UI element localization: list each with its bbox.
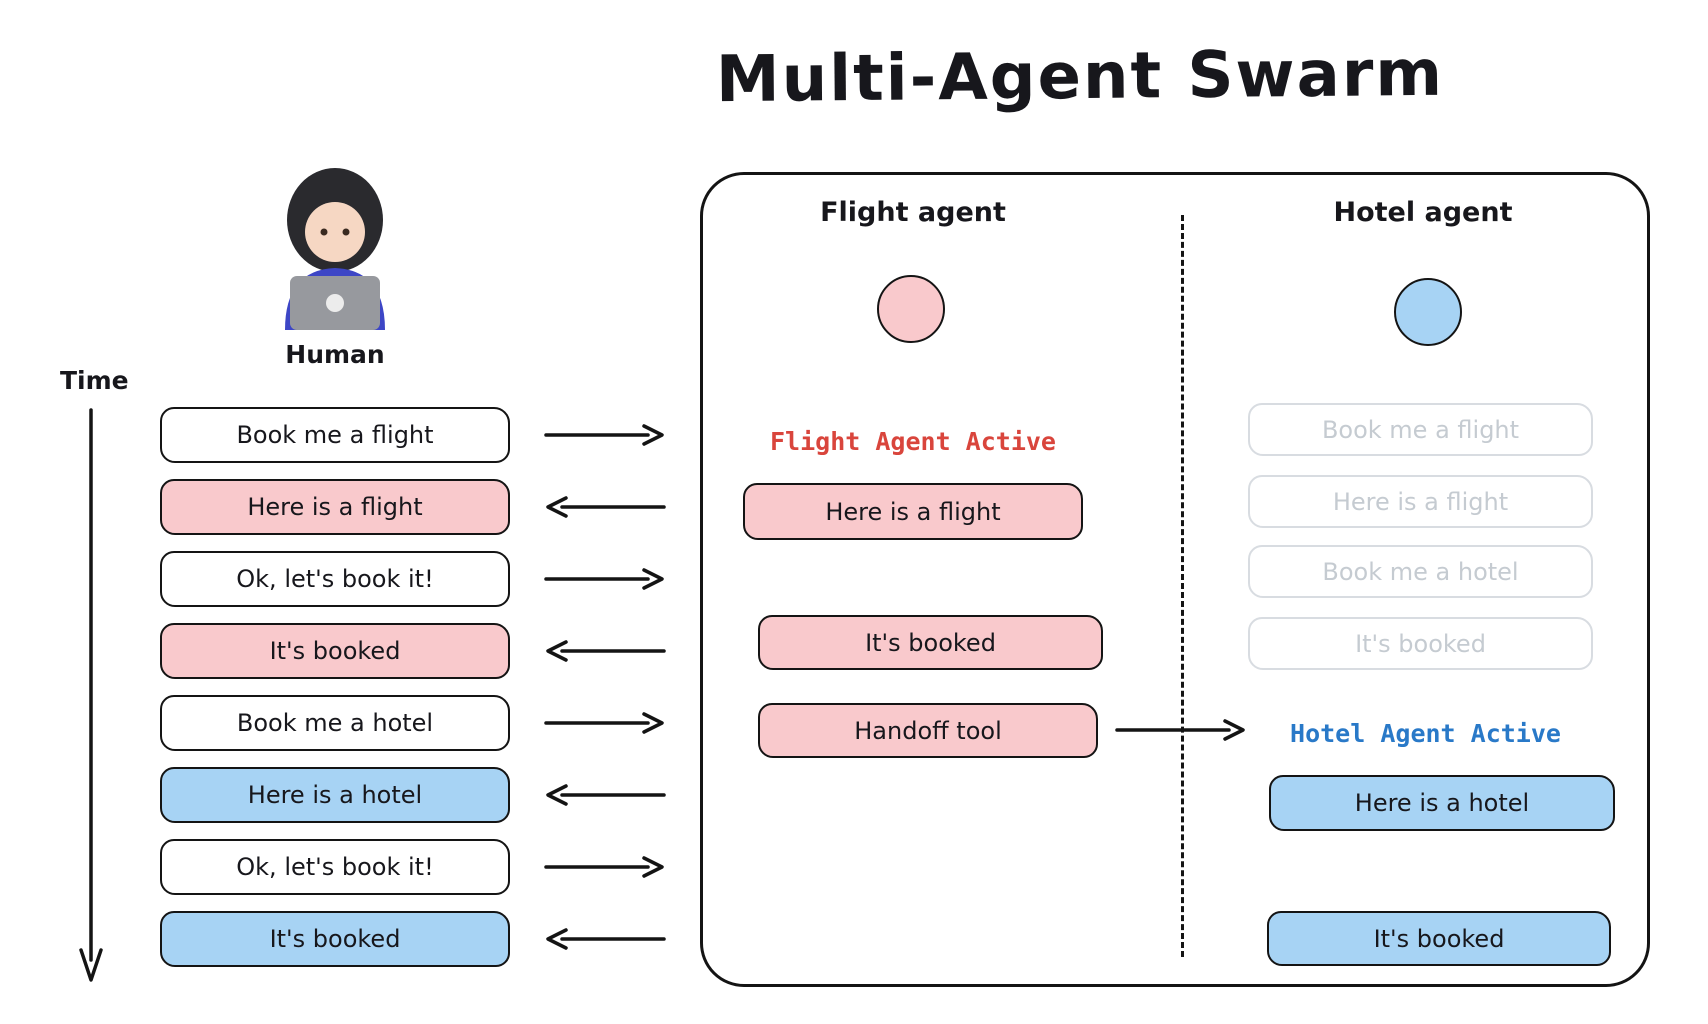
message-box: Here is a hotel	[160, 767, 510, 823]
flight-agent-status: Flight Agent Active	[770, 427, 1056, 456]
flight-agent-header: Flight agent	[820, 197, 1006, 228]
dashed-divider	[1181, 215, 1184, 957]
arrow-left-icon	[546, 928, 666, 950]
arrow-right-icon	[544, 568, 664, 590]
human-label: Human	[285, 340, 385, 369]
arrow-right-icon	[544, 856, 664, 878]
arrow-left-icon	[546, 640, 666, 662]
human-message-row: Here is a hotel	[160, 767, 690, 823]
human-message-row: Ok, let's book it!	[160, 839, 690, 895]
human-message-row: It's booked	[160, 623, 690, 679]
arrow-right-icon	[544, 712, 664, 734]
arrow-left-icon	[546, 784, 666, 806]
human-message-row: Book me a hotel	[160, 695, 690, 751]
hotel-message-box: Here is a hotel	[1269, 775, 1615, 831]
human-message-row: Here is a flight	[160, 479, 690, 535]
flight-agent-circle-icon	[877, 275, 945, 343]
arrow-right-icon	[544, 424, 664, 446]
human-message-row: It's booked	[160, 911, 690, 967]
human-avatar-icon	[285, 168, 385, 330]
time-label: Time	[60, 366, 129, 395]
hotel-history-box: It's booked	[1248, 617, 1593, 670]
human-figure: Human	[245, 158, 425, 369]
handoff-arrow-icon	[1115, 719, 1245, 741]
flight-message-box: Here is a flight	[743, 483, 1083, 540]
message-box: Here is a flight	[160, 479, 510, 535]
message-box: It's booked	[160, 623, 510, 679]
swarm-container: Flight agent Hotel agent Flight Agent Ac…	[700, 172, 1650, 987]
hotel-agent-status: Hotel Agent Active	[1290, 719, 1561, 748]
message-box: Ok, let's book it!	[160, 551, 510, 607]
human-message-row: Ok, let's book it!	[160, 551, 690, 607]
message-box: Ok, let's book it!	[160, 839, 510, 895]
hotel-agent-circle-icon	[1394, 278, 1462, 346]
arrow-left-icon	[546, 496, 666, 518]
flight-message-box: It's booked	[758, 615, 1103, 670]
message-box: It's booked	[160, 911, 510, 967]
hotel-history-box: Here is a flight	[1248, 475, 1593, 528]
hotel-agent-header: Hotel agent	[1333, 197, 1513, 228]
hotel-history-box: Book me a flight	[1248, 403, 1593, 456]
handoff-tool-box: Handoff tool	[758, 703, 1098, 758]
human-message-row: Book me a flight	[160, 407, 690, 463]
time-axis-arrow-icon	[79, 408, 103, 982]
message-box: Book me a hotel	[160, 695, 510, 751]
hotel-message-box: It's booked	[1267, 911, 1611, 966]
message-box: Book me a flight	[160, 407, 510, 463]
diagram-title: Multi-Agent Swarm	[715, 36, 1445, 118]
hotel-history-box: Book me a hotel	[1248, 545, 1593, 598]
